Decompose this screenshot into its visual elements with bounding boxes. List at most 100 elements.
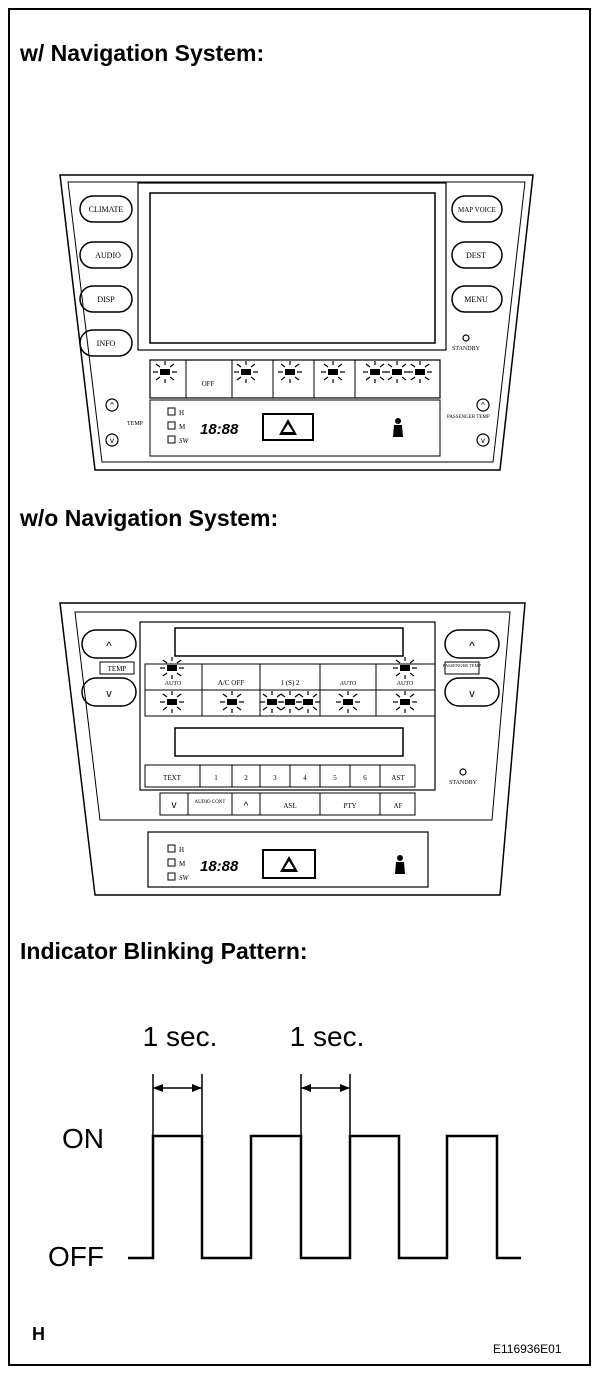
map-voice-button[interactable] bbox=[451, 195, 503, 223]
heading-no-nav: w/o Navigation System: bbox=[20, 505, 279, 531]
audio-label: AUDIO bbox=[95, 251, 121, 260]
nav-temp-left-label: TEMP bbox=[127, 421, 144, 427]
no-nav-af: AF bbox=[394, 802, 403, 810]
disp-button[interactable] bbox=[79, 285, 133, 313]
menu-label: MENU bbox=[464, 295, 488, 304]
no-nav-row1-2: A/C OFF bbox=[218, 679, 244, 687]
nav-panel: CLIMATE AUDIO DISP INFO MAP VOICE DEST M… bbox=[59, 174, 534, 471]
nav-indicator-strip bbox=[149, 359, 441, 399]
no-nav-temp-right-up[interactable] bbox=[444, 629, 500, 659]
no-nav-preset-text: TEXT bbox=[163, 774, 182, 782]
no-nav-audio-cont: AUDIO CONT bbox=[195, 800, 226, 805]
svg-text:v: v bbox=[106, 688, 112, 700]
svg-text:^: ^ bbox=[481, 401, 485, 410]
no-nav-preset-1: 1 bbox=[214, 774, 218, 782]
no-nav-row1-5: AUTO bbox=[397, 681, 414, 687]
blink-waveform bbox=[128, 1134, 521, 1260]
nav-indicator-3 bbox=[277, 360, 303, 384]
no-nav-hazard-icon bbox=[280, 856, 298, 872]
nav-temp-right-label: PASSENGER TEMP bbox=[447, 415, 490, 420]
no-nav-panel-outline bbox=[59, 602, 526, 896]
svg-text:v: v bbox=[172, 800, 177, 811]
nav-temp-left-up[interactable] bbox=[105, 398, 119, 412]
no-nav-seat-h: H bbox=[179, 846, 184, 854]
dest-label: DEST bbox=[466, 251, 486, 260]
dimension-arrow-2 bbox=[300, 1074, 351, 1136]
dest-button[interactable] bbox=[451, 241, 503, 269]
standby-indicator bbox=[462, 334, 470, 342]
no-nav-temp-left-label: TEMP bbox=[108, 665, 127, 673]
dimension-arrow-1 bbox=[152, 1074, 203, 1136]
info-label: INFO bbox=[97, 339, 116, 348]
svg-text:v: v bbox=[469, 688, 475, 700]
nav-screen bbox=[149, 192, 436, 344]
nav-seat-h: H bbox=[179, 409, 184, 417]
no-nav-seat-sw: SW bbox=[179, 874, 190, 882]
no-nav-temp-left-down[interactable] bbox=[81, 677, 137, 707]
off-label: OFF bbox=[48, 1241, 104, 1272]
no-nav-preset-2: 2 bbox=[244, 774, 248, 782]
no-nav-standby-label: STANDBY bbox=[449, 780, 478, 786]
menu-button[interactable] bbox=[451, 285, 503, 313]
svg-text:v: v bbox=[481, 436, 485, 445]
no-nav-display-top bbox=[174, 627, 404, 657]
corner-letter: H bbox=[32, 1324, 45, 1344]
no-nav-panel: ^ v TEMP ^ v PASSENGER TEMP AUTO A/C OFF… bbox=[59, 602, 526, 896]
audio-button[interactable] bbox=[79, 241, 133, 269]
nav-indicator-1 bbox=[152, 360, 178, 384]
nav-seatbelt-icon bbox=[393, 418, 403, 437]
no-nav-preset-ast: AST bbox=[391, 774, 405, 782]
climate-button[interactable] bbox=[79, 195, 133, 223]
no-nav-hazard-button[interactable] bbox=[262, 849, 316, 879]
no-nav-temp-right-down[interactable] bbox=[444, 677, 500, 707]
figure-border bbox=[8, 8, 591, 1366]
nav-indicator-7 bbox=[407, 360, 433, 384]
no-nav-lower-console bbox=[147, 831, 429, 888]
nav-temp-right-up[interactable] bbox=[476, 398, 490, 412]
no-nav-clock: 18:88 bbox=[200, 858, 239, 875]
nav-indicator-5 bbox=[362, 360, 388, 384]
no-nav-indicator-4 bbox=[219, 690, 245, 714]
no-nav-standby-indicator bbox=[459, 768, 467, 776]
nav-temp-right-down[interactable] bbox=[476, 433, 490, 447]
no-nav-panel-inner bbox=[74, 611, 511, 821]
no-nav-indicator-3 bbox=[159, 690, 185, 714]
no-nav-display-bottom bbox=[174, 727, 404, 757]
nav-lower-console bbox=[149, 399, 441, 457]
info-button[interactable] bbox=[79, 329, 133, 357]
standby-label: STANDBY bbox=[452, 346, 481, 352]
nav-hazard-icon bbox=[279, 419, 297, 435]
no-nav-seat-m: M bbox=[179, 860, 186, 868]
svg-text:^: ^ bbox=[469, 639, 475, 653]
disp-label: DISP bbox=[97, 295, 115, 304]
no-nav-temp-left-up[interactable] bbox=[81, 629, 137, 659]
nav-right-buttons: MAP VOICE DEST MENU STANDBY bbox=[451, 195, 503, 352]
svg-text:v: v bbox=[110, 436, 114, 445]
no-nav-row1-3: 1 (S) 2 bbox=[280, 679, 300, 687]
nav-seat-sw: SW bbox=[179, 437, 190, 445]
svg-text:^: ^ bbox=[106, 639, 112, 653]
no-nav-row1-4: AUTO bbox=[340, 681, 357, 687]
climate-label: CLIMATE bbox=[89, 205, 124, 214]
nav-panel-outline bbox=[59, 174, 534, 471]
nav-indicator-6 bbox=[384, 360, 410, 384]
timing-diagram: 1 sec. 1 sec. ON OFF bbox=[48, 1021, 521, 1272]
nav-temp-left-down[interactable] bbox=[105, 433, 119, 447]
map-voice-label: MAP VOICE bbox=[458, 206, 496, 214]
nav-hazard-button[interactable] bbox=[262, 413, 314, 441]
no-nav-audio-row bbox=[159, 792, 416, 816]
timing-label-1: 1 sec. bbox=[143, 1021, 218, 1052]
nav-clock: 18:88 bbox=[200, 421, 239, 438]
no-nav-asl: ASL bbox=[283, 802, 296, 810]
nav-seat-m: M bbox=[179, 423, 186, 431]
no-nav-pty: PTY bbox=[343, 802, 356, 810]
nav-panel-inner bbox=[67, 181, 526, 463]
no-nav-preset-3: 3 bbox=[273, 774, 277, 782]
nav-indicator-4 bbox=[320, 360, 346, 384]
no-nav-preset-5: 5 bbox=[333, 774, 337, 782]
no-nav-indicator-2 bbox=[392, 656, 418, 680]
no-nav-indicator-7 bbox=[295, 690, 321, 714]
no-nav-indicator-8 bbox=[335, 690, 361, 714]
svg-text:^: ^ bbox=[244, 801, 249, 812]
